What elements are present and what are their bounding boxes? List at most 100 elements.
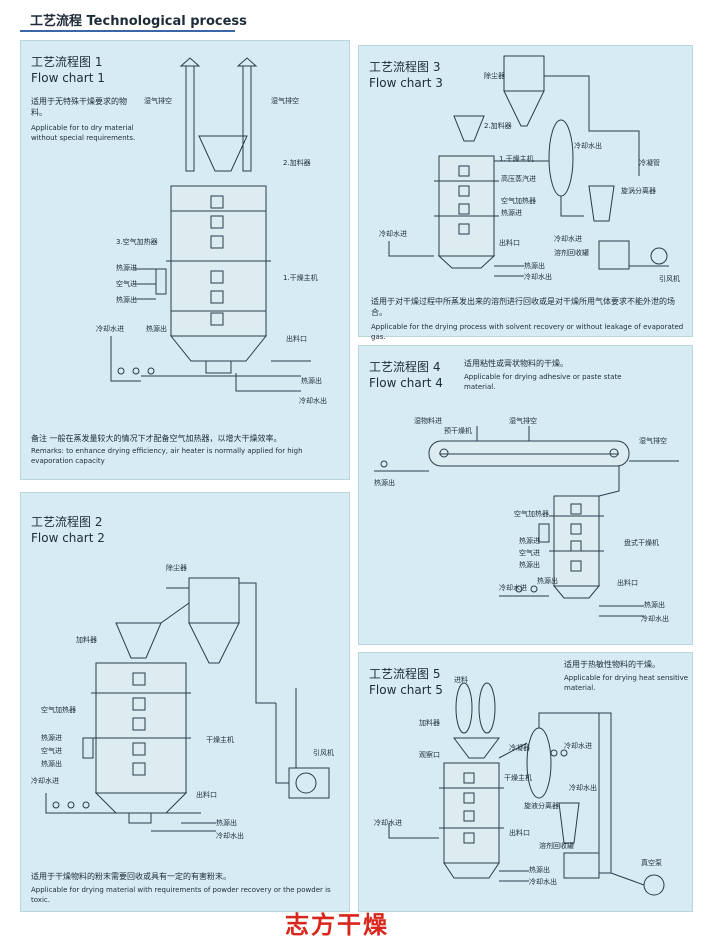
fc5-label-cool-out-2: 冷却水出 [529,878,557,886]
fc5-label-feed: 进料 [454,676,468,684]
fc5-label-cool-out: 冷却水出 [569,784,597,792]
fc4-desc-cn: 适用粘性或膏状物料的干燥。 [464,359,568,368]
fc5-desc-en: Applicable for drying heat sensitive mat… [564,674,689,692]
fc1-title-cn: 工艺流程图 1 [31,55,103,69]
fc2-label-cool-in: 冷却水进 [31,777,59,785]
fc2-desc-en: Applicable for drying material with requ… [31,886,331,904]
fc4-label-heat-out-4: 热源出 [644,601,665,609]
fc4-label-air-in: 空气进 [519,549,540,557]
fc2-label-air-in: 空气进 [41,747,62,755]
fc2-label-fan: 引风机 [313,749,334,757]
fc1-label-wet-vent-left: 湿气排空 [144,97,172,105]
fc3-title-en: Flow chart 3 [369,76,443,90]
fc1-label-heat-out-2: 热源出 [146,325,167,333]
fc3-diagram [388,55,669,277]
fc3-label-cool-out-top: 冷却水出 [574,142,602,150]
fc2-title-en: Flow chart 2 [31,531,105,545]
fc1-title-en: Flow chart 1 [31,71,105,85]
fc1-label-heat-out-3: 热源出 [301,377,322,385]
fc1-label-heat-in: 热源进 [116,264,137,272]
fc4-label-heat-out-2: 热源出 [519,561,540,569]
fc5-label-vacuum: 真空泵 [641,859,662,867]
fc3-desc-en: Applicable for the drying process with s… [371,323,684,341]
fc5-desc-cn: 适用于热敏性物料的干燥。 [564,660,660,669]
fc3-label-dust: 除尘器 [484,72,505,80]
fc4-label-pre-dryer: 预干燥机 [444,427,472,435]
fc5-label-feeder: 加料器 [419,719,440,727]
fc5-label-discharge: 出料口 [509,829,530,837]
fc3-label-discharge: 出料口 [499,239,520,247]
footer-brand: 志方干燥 [285,910,389,939]
fc5-title-cn: 工艺流程图 5 [369,667,441,681]
fc4-label-heat-out: 热源出 [374,479,395,487]
fc4-diagram [374,426,679,617]
fc3-label-heat-out: 热源出 [524,262,545,270]
fc2-label-discharge: 出料口 [196,791,217,799]
fc1-label-air-heater: 3.空气加热器 [116,238,158,246]
fc3-title-cn: 工艺流程图 3 [369,60,441,74]
fc5-label-cyclone: 旋液分离器 [524,802,559,810]
fc4-label-wet-vent: 湿气排空 [509,417,537,425]
fc1-diagram [110,57,311,392]
page-title: 工艺流程 Technological process [30,14,247,29]
fc2-label-heat-out: 热源出 [41,760,62,768]
fc2-desc-cn: 适用于干燥物料的粉末需要回收或具有一定的有害粉末。 [31,872,231,881]
fc3-label-cool-out: 冷却水出 [524,273,552,281]
fc2-title-cn: 工艺流程图 2 [31,515,103,529]
fc1-label-dryer: 1.干燥主机 [283,274,318,282]
fc4-title-en: Flow chart 4 [369,376,443,390]
fc1-label-air-in: 空气进 [116,280,137,288]
fc3-label-air-heater: 空气加热器 [501,197,536,205]
fc2-label-cool-out: 冷却水出 [216,832,244,840]
fc3-label-condenser: 冷凝管 [639,159,660,167]
fc1-label-feeder: 2.加料器 [283,159,311,167]
fc3-label-solvent-tank: 溶剂回收罐 [554,249,589,257]
fc5-diagram [388,682,665,896]
fc4-label-wet-in: 湿物料进 [414,417,442,425]
fc1-label-wet-vent-right: 湿气排空 [271,97,299,105]
fc4-label-wet-vent-right: 湿气排空 [639,437,667,445]
fc1-label-cool-out: 冷却水出 [299,397,327,405]
fc3-label-heat-in: 热源进 [501,209,522,217]
flow-chart-2-panel: 工艺流程图 2 Flow chart 2 [20,492,350,912]
fc4-label-disc-dryer: 盘式干燥机 [624,539,659,547]
fc5-label-cool-in: 冷却水进 [374,819,402,827]
fc2-label-heat-in: 热源进 [41,734,62,742]
fc5-label-dryer: 干燥主机 [504,774,532,782]
fc4-label-cool-in: 冷却水进 [499,584,527,592]
flow-chart-5-panel: 工艺流程图 5 Flow chart 5 适用于热敏性物料的干燥。 Applic… [358,652,693,912]
fc5-label-heat-out: 热源出 [529,866,550,874]
fc1-label-heat-out: 热源出 [116,296,137,304]
fc5-label-window: 观察口 [419,751,440,759]
fc2-label-air-heater: 空气加热器 [41,706,76,714]
fc5-title-en: Flow chart 5 [369,683,443,697]
fc3-label-hp-heat: 高压蒸汽进 [501,175,536,183]
fc4-title-cn: 工艺流程图 4 [369,360,441,374]
fc1-remark-cn: 备注 一般在蒸发量较大的情况下才配备空气加热器，以增大干燥效率。 [31,434,282,443]
fc4-label-heat-out-3: 热源出 [537,577,558,585]
flow-chart-3-panel: 工艺流程图 3 Flow chart 3 除尘器 2.加料器 1.干 [358,45,693,341]
fc4-label-cool-out: 冷却水出 [641,615,669,623]
fc5-label-solvent-tank: 溶剂回收罐 [539,842,574,850]
fc4-label-discharge: 出料口 [617,579,638,587]
flow-chart-4-panel: 工艺流程图 4 Flow chart 4 适用粘性或膏状物料的干燥。 Appli… [358,345,693,645]
fc3-label-dryer: 1.干燥主机 [499,155,534,163]
fc3-label-fan: 引风机 [659,275,680,283]
fc5-label-cool-in-top: 冷却水进 [564,742,592,750]
header-rule [20,30,235,32]
fc3-desc-cn: 适用于对干燥过程中所蒸发出来的溶剂进行回收或是对干燥所用气体要求不能外泄的场合。 [371,297,675,317]
fc3-label-cool-in: 冷却水进 [379,230,407,238]
flow-chart-1-panel: 工艺流程图 1 Flow chart 1 适用于无特殊干燥要求的物料。 Appl… [20,40,350,480]
fc5-label-condenser: 冷凝器 [509,744,530,752]
fc2-label-dryer: 干燥主机 [206,736,234,744]
fc2-label-feeder: 加料器 [76,636,97,644]
fc1-desc-en: Applicable for to dry material without s… [31,124,136,142]
fc2-label-dust: 除尘器 [166,564,187,572]
fc3-label-feeder: 2.加料器 [484,122,512,130]
fc4-label-heat-in: 热源进 [519,537,540,545]
fc3-label-cyclone: 旋涡分离器 [621,187,656,195]
fc1-remark-en: Remarks: to enhance drying efficiency, a… [31,447,303,465]
fc4-desc-en: Applicable for drying adhesive or paste … [464,373,622,391]
fc4-label-air-heater: 空气加热器 [514,510,549,518]
fc1-label-discharge: 出料口 [286,335,307,343]
